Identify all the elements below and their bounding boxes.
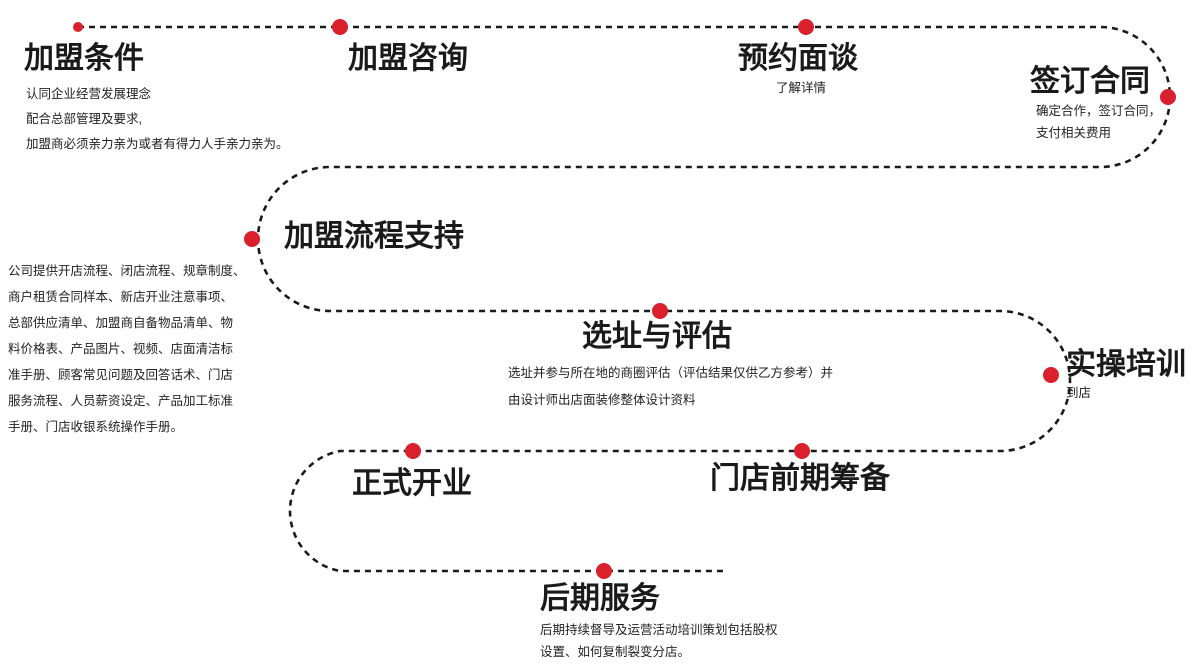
step-dot-s6 — [652, 303, 668, 319]
step-desc-s7: 到店 — [1066, 381, 1091, 406]
desc-line: 认同企业经营发展理念 — [26, 87, 152, 101]
step-dot-s1 — [73, 22, 83, 32]
step-dot-s7 — [1043, 367, 1059, 383]
step-title-s1: 加盟条件 — [24, 41, 144, 76]
desc-line: 加盟商必须亲力亲为或者有得力人手亲力亲为。 — [26, 137, 289, 151]
step-dot-s3 — [798, 19, 814, 35]
desc-line: 支付相关费用 — [1036, 126, 1112, 140]
desc-line: 准手册、顾客常见问题及回答话术、门店 — [8, 368, 234, 382]
step-title-s4: 签订合同 — [1030, 64, 1150, 99]
step-desc-s3: 了解详情 — [776, 76, 826, 101]
step-dot-s5 — [244, 231, 260, 247]
step-title-s10: 后期服务 — [540, 581, 660, 616]
desc-line: 料价格表、产品图片、视频、店面清洁标 — [8, 342, 234, 356]
step-desc-s4: 确定合作，签订合同， 支付相关费用 — [1036, 100, 1161, 144]
desc-line: 选址并参与所在地的商圈评估（评估结果仅供乙方参考）并 — [508, 366, 834, 380]
step-desc-s10: 后期持续督导及运营活动培训策划包括股权 设置、如何复制裂变分店。 — [540, 619, 778, 663]
step-title-s9: 正式开业 — [352, 466, 472, 501]
step-title-s7: 实操培训 — [1066, 347, 1186, 382]
desc-line: 总部供应清单、加盟商自备物品清单、物 — [8, 316, 234, 330]
desc-line: 确定合作，签订合同， — [1036, 104, 1162, 118]
desc-line: 服务流程、人员薪资设定、产品加工标准 — [8, 394, 234, 408]
desc-line: 商户租赁合同样本、新店开业注意事项、 — [8, 290, 234, 304]
desc-line: 后期持续督导及运营活动培训策划包括股权 — [540, 623, 778, 637]
desc-line: 了解详情 — [776, 81, 827, 95]
desc-line: 到店 — [1066, 386, 1092, 400]
step-dot-s9 — [405, 443, 421, 459]
step-dot-s10 — [596, 563, 612, 579]
step-dot-s2 — [332, 19, 348, 35]
desc-line: 公司提供开店流程、闭店流程、规章制度、 — [8, 264, 246, 278]
step-title-s6: 选址与评估 — [582, 319, 732, 354]
step-title-s2: 加盟咨询 — [348, 41, 468, 76]
step-desc-s6: 选址并参与所在地的商圈评估（评估结果仅供乙方参考）并 由设计师出店面装修整体设计… — [508, 360, 833, 414]
desc-line: 手册、门店收银系统操作手册。 — [8, 420, 184, 434]
desc-line: 设置、如何复制裂变分店。 — [540, 645, 691, 659]
step-desc-s5: 公司提供开店流程、闭店流程、规章制度、 商户租赁合同样本、新店开业注意事项、 总… — [8, 258, 246, 440]
step-dot-s4 — [1160, 89, 1176, 105]
step-desc-s1: 认同企业经营发展理念 配合总部管理及要求, 加盟商必须亲力亲为或者有得力人手亲力… — [26, 82, 289, 157]
desc-line: 配合总部管理及要求, — [26, 112, 142, 126]
desc-line: 由设计师出店面装修整体设计资料 — [508, 393, 696, 407]
step-title-s8: 门店前期筹备 — [710, 461, 890, 496]
step-dot-s8 — [794, 443, 810, 459]
step-title-s3: 预约面谈 — [738, 41, 858, 76]
step-title-s5: 加盟流程支持 — [284, 219, 464, 254]
